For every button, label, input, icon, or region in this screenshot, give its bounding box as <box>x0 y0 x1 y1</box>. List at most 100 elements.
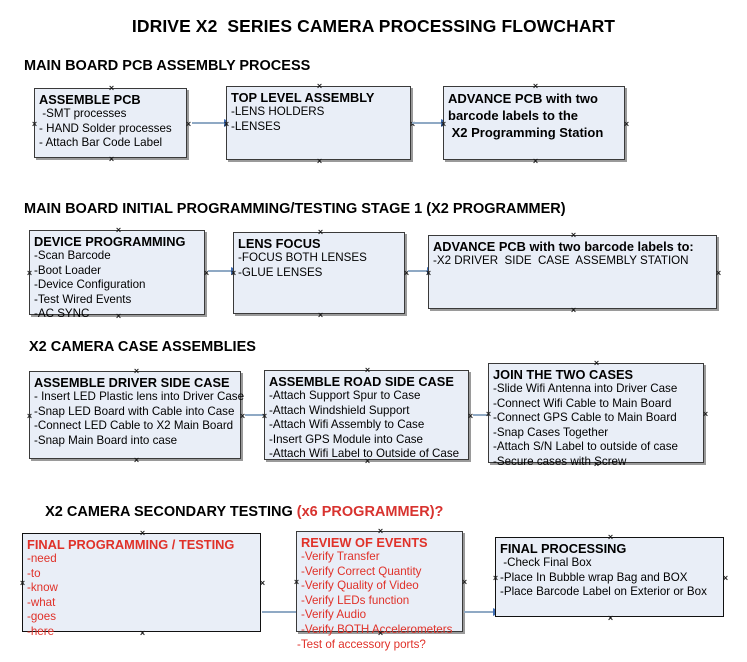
box-title: ASSEMBLE DRIVER SIDE CASE <box>34 375 230 390</box>
box-title-line: barcode labels to the <box>448 108 579 123</box>
box-line: -Secure cases with Screw <box>493 454 627 468</box>
box-line: -Connect LED Cable to X2 Main Board <box>34 419 234 433</box>
box-line: -Slide Wifi Antenna into Driver Case <box>493 382 678 395</box>
box-line: -Attach Wifi Label to Outside of Case <box>269 447 460 461</box>
resize-handle-n[interactable] <box>115 227 122 234</box>
resize-handle-n[interactable] <box>570 232 577 239</box>
box-line: -GLUE LENSES <box>238 265 323 279</box>
resize-handle-w[interactable] <box>230 270 237 277</box>
resize-handle-s[interactable] <box>377 630 384 637</box>
resize-handle-w[interactable] <box>485 411 492 418</box>
box-line: -Verify Quality of Video <box>301 579 419 593</box>
section-heading-4-accent: (x6 PROGRAMMER)? <box>296 504 444 520</box>
box-line: -Place In Bubble wrap Bag and BOX <box>500 570 688 584</box>
box-line: -Connect GPS Cable to Main Board <box>493 411 677 425</box>
resize-handle-n[interactable] <box>607 534 614 541</box>
connector-arrow <box>464 607 501 616</box>
resize-handle-s[interactable] <box>532 158 539 165</box>
resize-handle-s[interactable] <box>593 461 600 468</box>
box-review-of-events[interactable]: REVIEW OF EVENTS -Verify Transfer -Verif… <box>293 528 463 651</box>
box-line: -Connect Wifi Cable to Main Board <box>493 396 672 410</box>
resize-handle-s[interactable] <box>316 158 323 165</box>
box-final-processing[interactable]: FINAL PROCESSING -Check Final Box -Place… <box>495 537 724 617</box>
section-heading-3: X2 CAMERA CASE ASSEMBLIES <box>29 339 256 355</box>
resize-handle-e[interactable] <box>715 270 722 277</box>
resize-handle-n[interactable] <box>139 530 146 537</box>
resize-handle-w[interactable] <box>26 413 33 420</box>
box-line: -FOCUS BOTH LENSES <box>238 251 367 264</box>
resize-handle-s[interactable] <box>364 458 371 465</box>
resize-handle-n[interactable] <box>133 368 140 375</box>
box-line: -Verify BOTH Accelerometers <box>301 622 453 636</box>
box-final-programming-testing[interactable]: FINAL PROGRAMMING / TESTING -need -to -k… <box>19 530 261 638</box>
box-line: -Verify Correct Quantity <box>301 564 422 578</box>
resize-handle-n[interactable] <box>532 83 539 90</box>
box-assemble-driver-side-case[interactable]: ASSEMBLE DRIVER SIDE CASE - Insert LED P… <box>26 368 245 459</box>
box-line: -Attach S/N Label to outside of case <box>493 440 678 454</box>
box-assemble-pcb[interactable]: ASSEMBLE PCB -SMT processes - HAND Solde… <box>34 88 187 158</box>
resize-handle-n[interactable] <box>593 360 600 367</box>
resize-handle-w[interactable] <box>492 575 499 582</box>
box-assemble-road-side-case[interactable]: ASSEMBLE ROAD SIDE CASE -Attach Support … <box>264 370 469 460</box>
section-heading-4-text: X2 CAMERA SECONDARY TESTING <box>45 504 297 520</box>
section-heading-2: MAIN BOARD INITIAL PROGRAMMING/TESTING S… <box>24 201 566 217</box>
resize-handle-w[interactable] <box>425 270 432 277</box>
box-line: -Verify Transfer <box>301 550 380 563</box>
box-advance-pcb-driver-side[interactable]: ADVANCE PCB with two barcode labels to: … <box>428 235 717 309</box>
box-title: REVIEW OF EVENTS <box>301 535 428 550</box>
box-line: -to <box>27 566 41 580</box>
box-title: JOIN THE TWO CASES <box>493 367 634 382</box>
box-line: -Attach Wifi Assembly to Case <box>269 418 425 432</box>
box-line: - Insert LED Plastic lens into Driver Ca… <box>34 390 245 403</box>
resize-handle-e[interactable] <box>185 121 192 128</box>
box-line: -Snap LED Board with Cable into Case <box>34 404 235 418</box>
resize-handle-e[interactable] <box>461 579 468 586</box>
resize-handle-s[interactable] <box>570 307 577 314</box>
box-line: -Device Configuration <box>34 278 146 292</box>
box-line: -Insert GPS Module into Case <box>269 432 424 446</box>
box-line: -Verify Audio <box>301 608 367 622</box>
resize-handle-s[interactable] <box>317 312 324 319</box>
box-lens-focus[interactable]: LENS FOCUS -FOCUS BOTH LENSES -GLUE LENS… <box>233 232 405 314</box>
box-line: -SMT processes <box>39 107 127 120</box>
box-join-the-two-cases[interactable]: JOIN THE TWO CASES -Slide Wifi Antenna i… <box>485 360 704 468</box>
resize-handle-s[interactable] <box>607 615 614 622</box>
box-title: ASSEMBLE ROAD SIDE CASE <box>269 374 454 389</box>
box-title: FINAL PROGRAMMING / TESTING <box>27 537 235 552</box>
box-line: -here <box>27 624 55 638</box>
box-title: ADVANCE PCB with two <box>448 91 598 106</box>
resize-handle-s[interactable] <box>139 630 146 637</box>
resize-handle-e[interactable] <box>259 580 266 587</box>
box-line: -LENS HOLDERS <box>231 105 325 118</box>
box-title: ASSEMBLE PCB <box>39 92 141 107</box>
resize-handle-w[interactable] <box>440 121 447 128</box>
resize-handle-s[interactable] <box>133 457 140 464</box>
resize-handle-e[interactable] <box>623 121 630 128</box>
resize-handle-s[interactable] <box>115 313 122 320</box>
resize-handle-n[interactable] <box>108 85 115 92</box>
resize-handle-w[interactable] <box>31 121 38 128</box>
resize-handle-e[interactable] <box>702 411 709 418</box>
box-line: -Attach Support Spur to Case <box>269 389 421 402</box>
resize-handle-w[interactable] <box>293 579 300 586</box>
resize-handle-w[interactable] <box>223 121 230 128</box>
resize-handle-n[interactable] <box>377 528 384 535</box>
resize-handle-n[interactable] <box>316 83 323 90</box>
box-line: -Place Barcode Label on Exterior or Box <box>500 585 707 599</box>
resize-handle-n[interactable] <box>317 229 324 236</box>
box-advance-pcb-station[interactable]: ADVANCE PCB with two barcode labels to t… <box>443 86 625 160</box>
resize-handle-w[interactable] <box>19 580 26 587</box>
box-device-programming[interactable]: DEVICE PROGRAMMING -Scan Barcode -Boot L… <box>26 227 205 320</box>
box-top-level-assembly[interactable]: TOP LEVEL ASSEMBLY -LENS HOLDERS -LENSES <box>226 86 411 160</box>
section-heading-4: X2 CAMERA SECONDARY TESTING (x6 PROGRAMM… <box>29 488 443 536</box>
box-title: DEVICE PROGRAMMING <box>34 234 186 249</box>
resize-handle-e[interactable] <box>722 575 729 582</box>
resize-handle-w[interactable] <box>26 270 33 277</box>
box-title-line: X2 Programming Station <box>448 125 604 140</box>
resize-handle-n[interactable] <box>364 367 371 374</box>
box-line: -what <box>27 595 56 609</box>
box-line: -goes <box>27 610 57 624</box>
resize-handle-w[interactable] <box>261 413 268 420</box>
resize-handle-s[interactable] <box>108 156 115 163</box>
